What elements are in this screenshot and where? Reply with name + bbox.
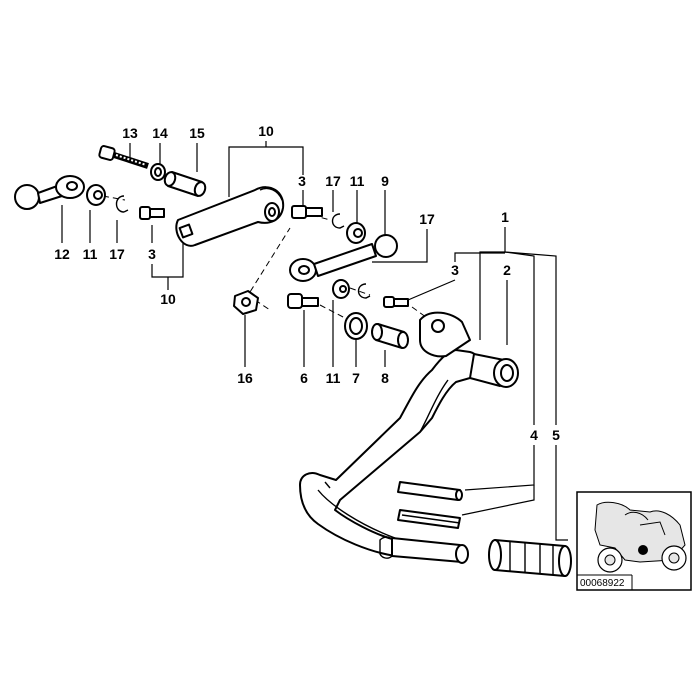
clip-17-upper [331, 213, 345, 229]
motorcycle-silhouette-icon [594, 501, 687, 573]
label-17-right: 17 [419, 211, 435, 227]
label-16: 16 [237, 370, 253, 386]
label-15: 15 [189, 125, 205, 141]
ball-joint-12 [14, 175, 85, 210]
rubber-strip-4-lower [397, 509, 461, 529]
location-dot-icon [638, 545, 648, 555]
foot-peg-rubber-5 [488, 539, 572, 577]
bushing-11-upper [346, 222, 366, 244]
label-17-top: 17 [325, 173, 341, 189]
clip-17-right [357, 283, 371, 299]
label-9: 9 [381, 173, 389, 189]
leader-lines [61, 141, 568, 541]
label-3-right: 3 [451, 262, 459, 278]
label-6: 6 [300, 370, 308, 386]
label-17-left: 17 [109, 246, 125, 262]
label-14: 14 [152, 125, 168, 141]
label-3-top: 3 [298, 173, 306, 189]
label-4: 4 [530, 427, 538, 443]
bushing-11-lower [332, 279, 350, 299]
label-7: 7 [352, 370, 360, 386]
label-11-top: 11 [350, 173, 365, 189]
screw-3-right [383, 296, 409, 308]
washer-14 [150, 163, 166, 181]
screw-3-left [139, 206, 165, 220]
reference-inset: 00068922 [576, 491, 692, 591]
washer-7 [344, 312, 368, 340]
bolt-13 [98, 145, 149, 169]
label-1: 1 [501, 209, 509, 225]
spacer-15 [163, 171, 207, 197]
nut-16 [233, 290, 259, 315]
clip-17-left [115, 195, 129, 213]
label-11-bottom: 11 [326, 370, 341, 386]
bushing-11-left [86, 184, 106, 206]
label-10-top: 10 [258, 123, 274, 139]
label-8: 8 [381, 370, 389, 386]
label-5: 5 [552, 427, 560, 443]
label-11-left: 11 [83, 246, 98, 262]
screw-3-upper [291, 205, 323, 219]
shaft-end [379, 536, 469, 564]
reference-code: 00068922 [580, 578, 625, 589]
label-10-bottom: 10 [160, 291, 176, 307]
label-13: 13 [122, 125, 138, 141]
label-2: 2 [503, 262, 511, 278]
rubber-strip-4-upper [397, 481, 463, 501]
peg-bushing-2 [469, 353, 519, 388]
label-3-left: 3 [148, 246, 156, 262]
label-12: 12 [54, 246, 70, 262]
sleeve-8 [371, 323, 409, 349]
bolt-6 [287, 293, 319, 309]
lever-arm-10 [175, 186, 285, 247]
linkage-rod-9 [289, 234, 398, 282]
shift-lever-1 [299, 311, 482, 557]
